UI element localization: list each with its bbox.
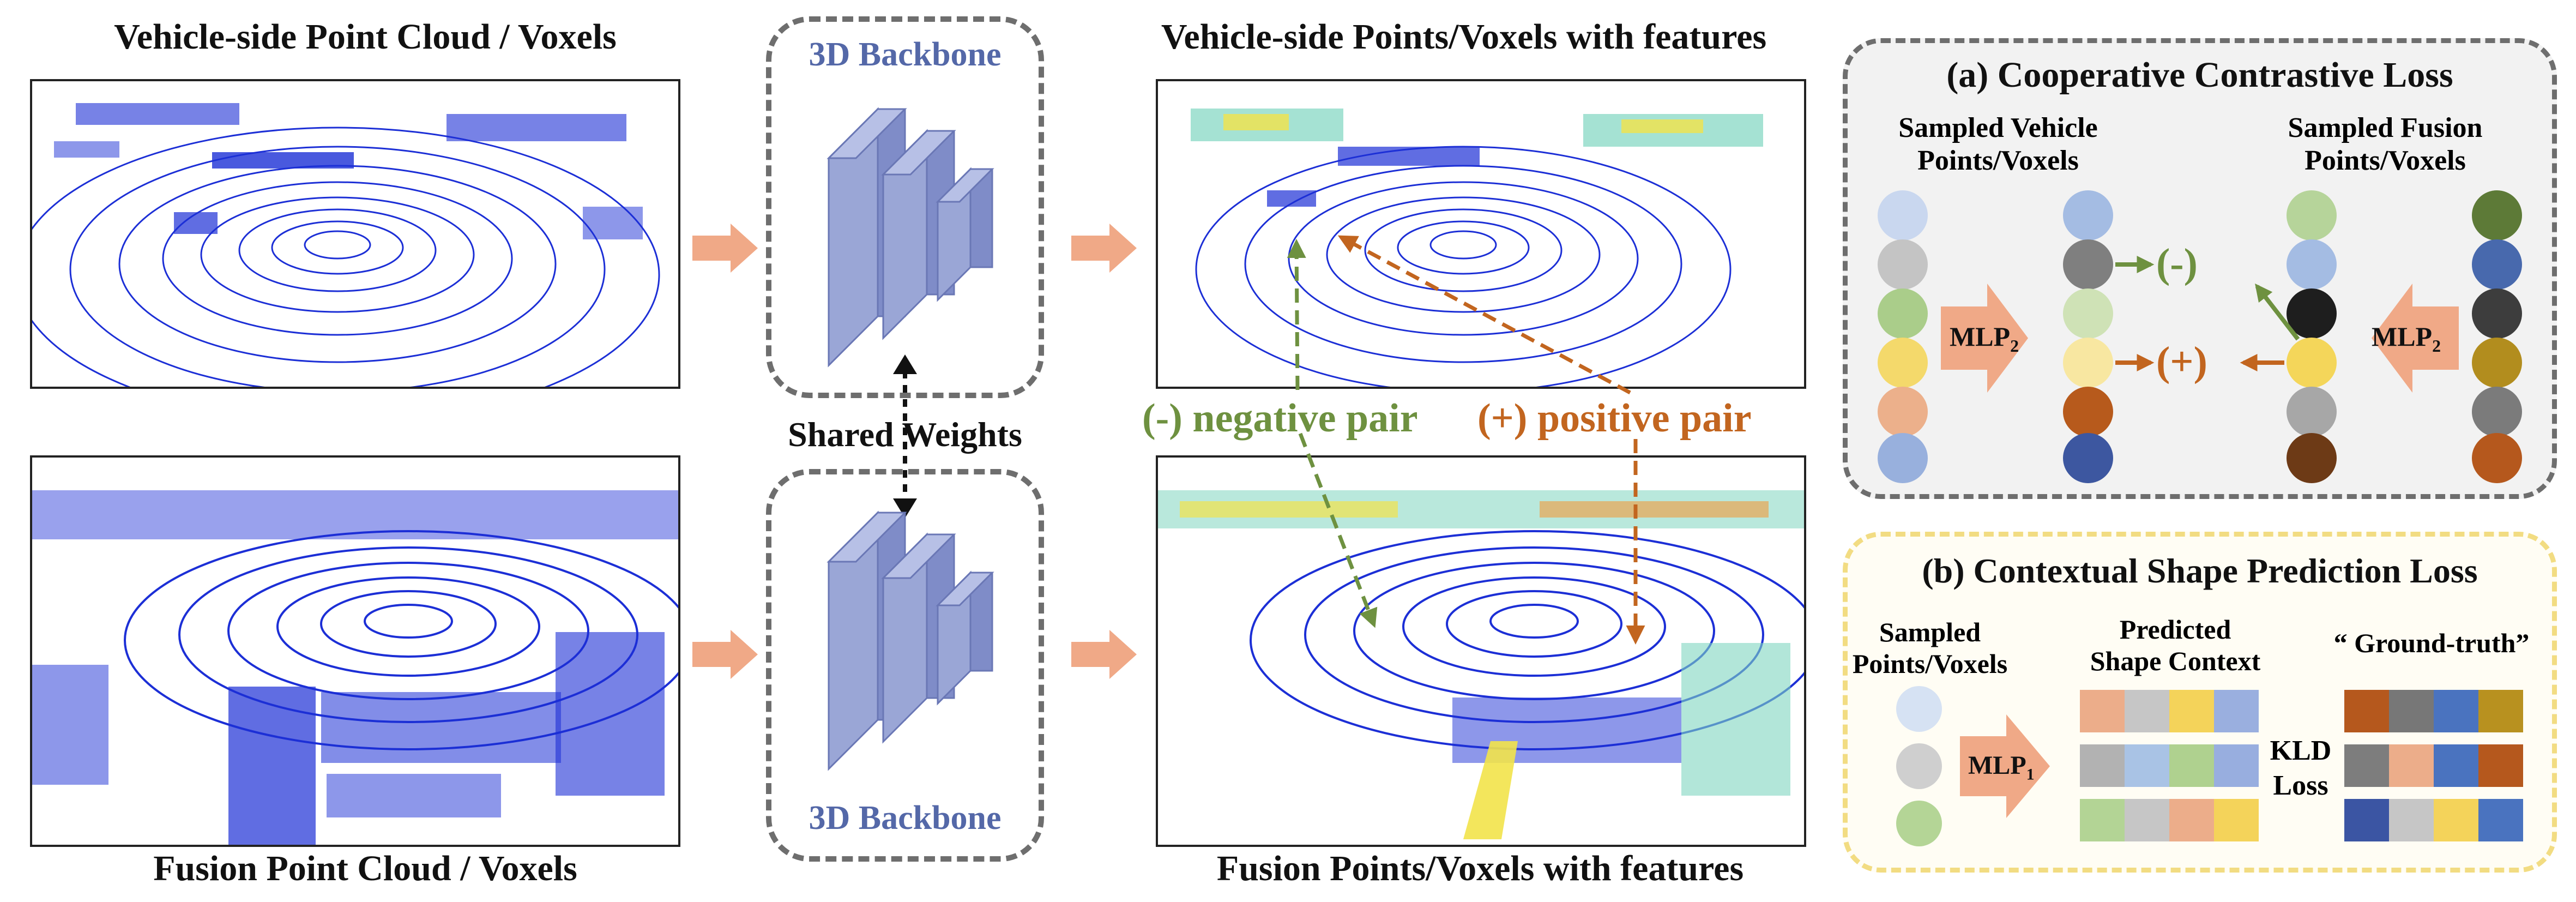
negative-link-from-fusion xyxy=(2255,283,2300,341)
feature-arrow-bottom xyxy=(1071,630,1137,679)
vehicle-raw-points xyxy=(1878,190,1928,483)
panel-b-gt-header: “ Ground-truth” xyxy=(2333,628,2530,658)
panel-a-title: (a) Cooperative Contrastive Loss xyxy=(1946,55,2453,95)
vehicle-features-image xyxy=(1156,79,1806,389)
panel-b-sampled-line1: Sampled xyxy=(1879,617,1981,647)
kld-line2: Loss xyxy=(2273,770,2328,801)
fusion-features-title: Fusion Points/Voxels with features xyxy=(1216,849,1744,888)
mlp1-label: MLP1 xyxy=(1968,750,2035,784)
vehicle-features-scan xyxy=(1191,109,1763,387)
mlp1-arrow-icon xyxy=(1960,714,2050,818)
panel-b-predicted-line1: Predicted xyxy=(2119,614,2231,645)
mlp1-text: MLP xyxy=(1968,751,2026,780)
backbone-bottom-box xyxy=(766,469,1044,862)
panel-a-box xyxy=(1843,38,2557,499)
backbone-bottom-cube-icon xyxy=(827,510,994,771)
feature-arrow-top xyxy=(1071,224,1137,273)
panel-a-diagram xyxy=(1878,190,2522,483)
mlp-left-subscript: 2 xyxy=(2010,336,2019,356)
negative-pair-label: (-) negative pair xyxy=(1142,396,1418,441)
panel-b-title: (b) Contextual Shape Prediction Loss xyxy=(1922,551,2478,590)
fusion-features-image xyxy=(1156,455,1806,847)
backbone-top-label: 3D Backbone xyxy=(809,36,1002,73)
input-arrow-bottom xyxy=(692,630,758,679)
vehicle-cloud-scan xyxy=(32,103,660,387)
neg-symbol: (-) xyxy=(2156,240,2198,286)
pos-symbol: (+) xyxy=(2156,339,2207,384)
panel-a-right-header: Sampled Fusion Points/Voxels xyxy=(2257,112,2513,177)
panel-a-left-header: Sampled Vehicle Points/Voxels xyxy=(1870,112,2126,177)
input-arrow-top xyxy=(692,224,758,273)
kld-loss-label: KLD Loss xyxy=(2263,733,2339,803)
panel-b-sampled-header: Sampled Points/Voxels xyxy=(1843,616,2017,679)
panel-b-predicted-header: Predicted Shape Context xyxy=(2061,614,2290,677)
panel-a-right-header-line2: Points/Voxels xyxy=(2304,145,2466,176)
backbone-bottom-label: 3D Backbone xyxy=(809,799,1002,837)
fusion-cloud-scan xyxy=(32,490,678,845)
pair-arrows xyxy=(1287,235,1645,645)
vehicle-cloud-title: Vehicle-side Point Cloud / Voxels xyxy=(114,17,617,57)
positive-pair-arrow xyxy=(1337,235,1645,645)
mlp-right-subscript: 2 xyxy=(2432,336,2441,356)
panel-b-diagram xyxy=(1896,686,2523,846)
mlp-right-text: MLP xyxy=(2372,321,2433,352)
negative-pair-arrow xyxy=(1287,239,1378,628)
shared-weights-arrow xyxy=(893,354,917,518)
fusion-cloud-image xyxy=(30,455,680,847)
mlp-left-label: MLP2 xyxy=(1950,321,2019,356)
mlp-right-arrow-icon xyxy=(2372,284,2459,393)
panel-b-sampled-points xyxy=(1896,686,1942,846)
fusion-raw-points xyxy=(2472,190,2522,483)
panel-a-right-header-line1: Sampled Fusion xyxy=(2288,112,2483,143)
fusion-features-scan xyxy=(1158,490,1804,839)
panel-b-predicted-line2: Shape Context xyxy=(2090,646,2261,676)
panel-b-sampled-line2: Points/Voxels xyxy=(1852,648,2008,679)
panel-a-left-header-line2: Points/Voxels xyxy=(1917,145,2079,176)
panel-a-left-header-line1: Sampled Vehicle xyxy=(1898,112,2098,143)
backbone-top-box xyxy=(766,16,1044,398)
vehicle-cloud-image xyxy=(30,79,680,389)
predicted-shape-context-grid xyxy=(2080,690,2259,841)
fusion-projected-points xyxy=(2287,190,2337,483)
mlp-left-arrow-icon xyxy=(1941,284,2028,393)
backbone-top-cube-icon xyxy=(827,107,994,368)
ground-truth-grid xyxy=(2344,690,2523,841)
fusion-cloud-title: Fusion Point Cloud / Voxels xyxy=(153,849,577,888)
positive-pair-label: (+) positive pair xyxy=(1477,396,1752,441)
kld-line1: KLD xyxy=(2270,735,2332,766)
vehicle-features-title: Vehicle-side Points/Voxels with features xyxy=(1161,17,1767,57)
vehicle-projected-points xyxy=(2063,190,2113,483)
mlp1-subscript: 1 xyxy=(2026,765,2035,784)
mlp-left-text: MLP xyxy=(1950,321,2011,352)
mlp-right-label: MLP2 xyxy=(2372,321,2441,356)
